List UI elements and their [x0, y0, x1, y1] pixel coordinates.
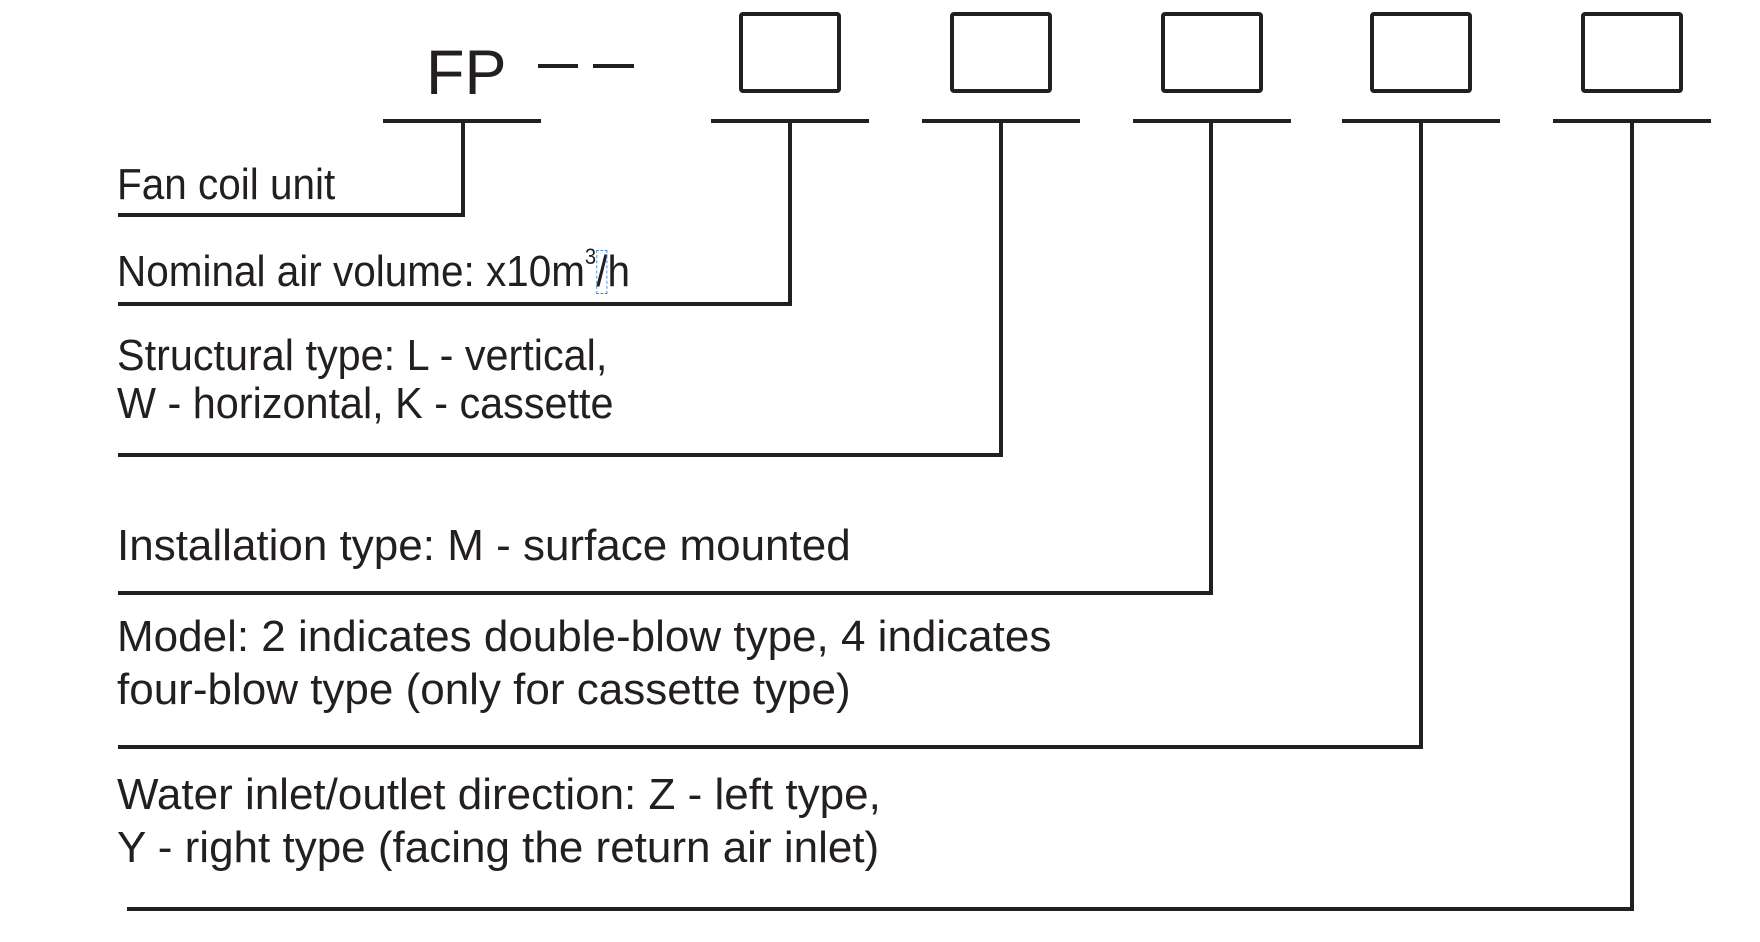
leader-nominal-air-volume [118, 121, 792, 306]
leader-water-direction [127, 121, 1634, 911]
leader-fan-coil-unit [118, 121, 465, 217]
legend-line: W - horizontal, K - cassette [117, 379, 614, 428]
code-box-5 [1581, 12, 1683, 93]
legend-fan-coil-unit: Fan coil unit [117, 163, 335, 207]
selection-marker: / [596, 247, 608, 296]
unit-tail-h: h [607, 247, 630, 296]
leader-installation-type [118, 121, 1213, 595]
code-box-3 [1161, 12, 1263, 93]
code-box-2 [950, 12, 1052, 93]
legend-water-direction: Water inlet/outlet direction: Z - left t… [117, 768, 881, 874]
legend-line: Installation type: M - surface mounted [117, 521, 851, 570]
code-box-1 [739, 12, 841, 93]
legend-line: Model: 2 indicates double-blow type, 4 i… [117, 612, 1052, 661]
legend-line: four-blow type (only for cassette type) [117, 665, 851, 714]
legend-installation-type: Installation type: M - surface mounted [117, 524, 851, 568]
legend-line: Water inlet/outlet direction: Z - left t… [117, 770, 881, 819]
leader-model [118, 121, 1423, 749]
legend-nominal-air-volume: Nominal air volume: x10m3/h [117, 246, 630, 296]
code-box-4 [1370, 12, 1472, 93]
leader-structural-type [118, 121, 1003, 457]
legend-line: Nominal air volume: x10m [117, 247, 585, 296]
legend-model: Model: 2 indicates double-blow type, 4 i… [117, 610, 1051, 716]
legend-line: Structural type: L - vertical, [117, 331, 608, 380]
unit-superscript: 3 [584, 244, 597, 269]
legend-line: Y - right type (facing the return air in… [117, 823, 880, 872]
legend-structural-type: Structural type: L - vertical, W - horiz… [117, 332, 613, 428]
model-code-prefix: FP [426, 38, 507, 108]
legend-line: Fan coil unit [117, 160, 336, 209]
